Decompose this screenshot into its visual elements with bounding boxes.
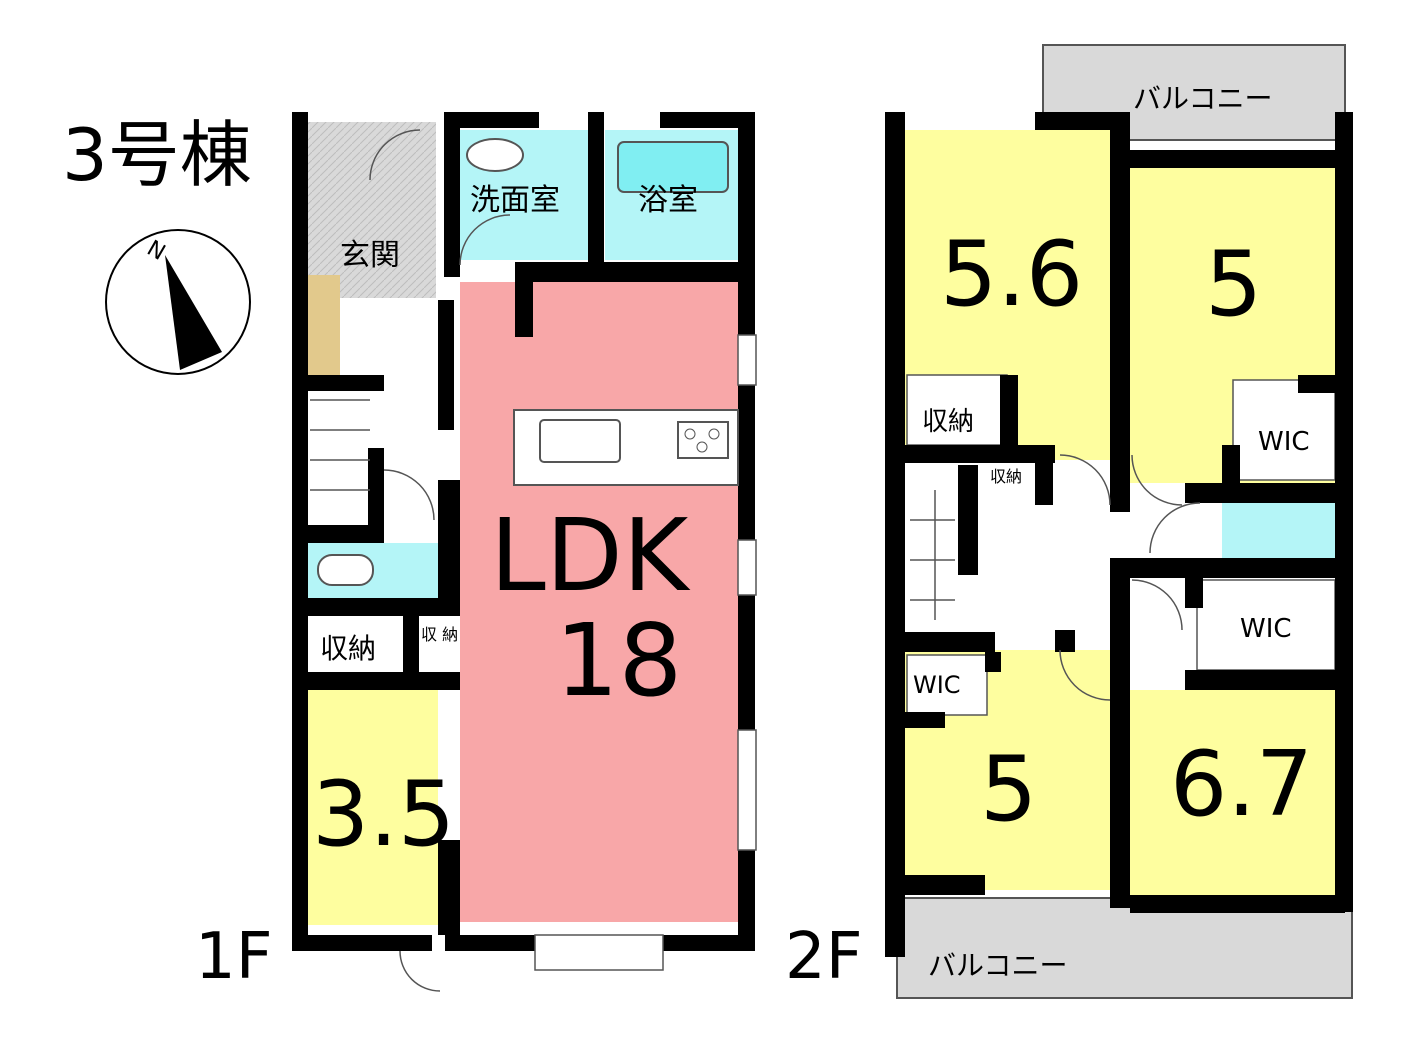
room-3-5 [308,690,438,925]
building-title: 3号棟 [62,113,252,197]
label-genkan: 玄関 [340,238,400,273]
compass-icon: N [105,229,251,375]
walls-1f [292,112,755,951]
stair-wood [308,275,340,375]
doors-1f [310,129,757,992]
label-storage-2f: 収納 [922,407,974,437]
floor-2f: バルコニー 5.6 5 収納 収納 WIC WIC WIC 5 6.7 バルコニ… [785,44,1353,999]
doors-2f [910,454,1201,701]
label-balcony-top: バルコニー [1133,82,1272,115]
bathtub [617,141,729,193]
label-room-5-6: 5.6 [940,222,1083,327]
label-room-6-7: 6.7 [1170,732,1313,837]
label-ldk-size: 18 [555,602,682,719]
room-ldk [460,282,738,922]
closets-2f [906,374,1336,716]
floor-1f: 玄関 洗面室 浴室 LDK 18 収納 収 納 3.5 1F [195,112,757,994]
balcony-top [1042,44,1346,141]
label-senmen: 洗面室 [470,183,560,218]
toilet-bowl-1f [317,554,374,586]
label-ldk: LDK [490,497,691,614]
kitchen-counter [513,409,739,486]
floor-label-2f: 2F [785,920,863,994]
label-wic-3: WIC [913,671,961,699]
washbasin [466,138,524,172]
label-balcony-bottom: バルコニー [928,949,1067,982]
label-storage-1f: 収納 [320,632,376,665]
label-yokushitsu: 浴室 [638,183,698,218]
floor-label-1f: 1F [195,920,273,994]
label-storage-2f-small: 収納 [990,467,1022,486]
label-wic-2: WIC [1240,614,1292,644]
walls-2f [885,112,1353,957]
room-toilet-2f [1222,503,1335,558]
label-room-5-b: 5 [980,737,1037,842]
label-room-3-5: 3.5 [312,762,455,867]
room-6-7 [1130,690,1335,910]
label-wic-1: WIC [1258,427,1310,457]
label-storage-1f-small: 収 納 [421,625,458,644]
label-room-5-a: 5 [1205,232,1262,337]
balcony-bottom [896,897,1353,999]
